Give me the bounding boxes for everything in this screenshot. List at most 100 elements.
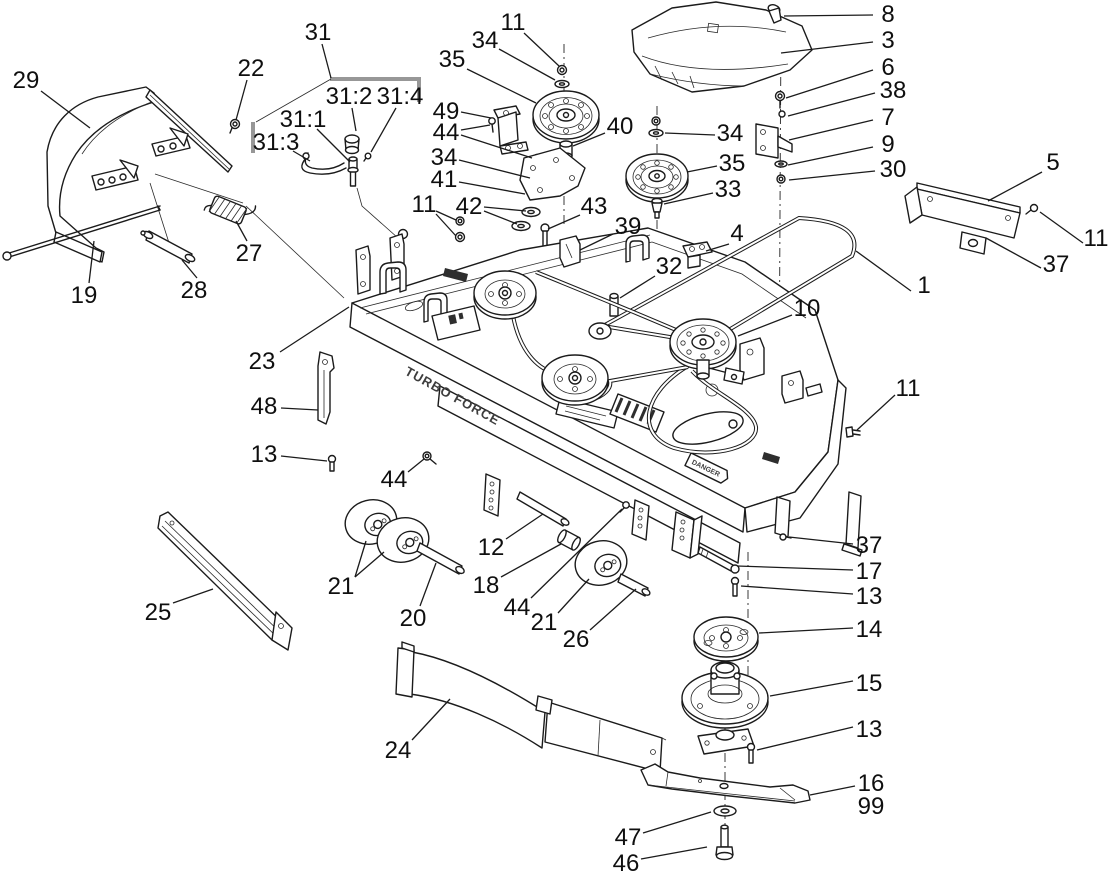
leader-line-20 — [419, 562, 437, 607]
leader-line-29 — [40, 90, 91, 129]
part-idler-pulley-35a — [532, 90, 600, 144]
callout-43: 43 — [581, 193, 608, 220]
leader-line-3 — [780, 41, 874, 54]
leader-line-44 — [407, 458, 425, 473]
leader-line-6 — [785, 69, 874, 99]
callout-34: 34 — [431, 144, 458, 171]
callout-1: 1 — [917, 272, 930, 299]
callout-5: 5 — [1046, 149, 1059, 176]
part-baffle-24 — [395, 641, 667, 773]
leader-line-43 — [547, 214, 581, 230]
leader-line-31:1 — [316, 128, 351, 163]
leader-line-21 — [354, 540, 367, 578]
part-bracket-49 — [493, 105, 529, 155]
leader-line-42 — [483, 206, 527, 212]
leader-line-35 — [466, 68, 537, 104]
leader-line-1 — [855, 250, 912, 292]
leader-line-4 — [705, 243, 730, 252]
part-nut-38 — [778, 110, 786, 118]
inset-grease-valve-31 — [251, 77, 421, 187]
part-screw-6 — [774, 90, 786, 109]
part-deck-shell-23: TURBO FORCE DANGER — [349, 227, 863, 564]
callout-48: 48 — [251, 393, 278, 420]
callout-40: 40 — [607, 113, 634, 140]
callout-34: 34 — [472, 27, 499, 54]
leader-line-11 — [523, 32, 560, 67]
part-bolt-13c — [746, 742, 756, 764]
callout-21: 21 — [531, 609, 558, 636]
part-washer-9 — [774, 160, 788, 168]
leader-line-21 — [557, 578, 590, 614]
part-roller-21b — [376, 517, 430, 563]
leader-line-23 — [279, 306, 350, 353]
decal-small-dark — [443, 268, 468, 282]
part-rod-28 — [140, 230, 196, 264]
callout-28: 28 — [181, 277, 208, 304]
leader-line-24 — [411, 698, 451, 741]
leader-line-8 — [783, 14, 874, 17]
callout-29: 29 — [13, 67, 40, 94]
part-nut-11-top — [556, 64, 568, 76]
leader-line-11 — [435, 213, 457, 237]
callout-11: 11 — [1084, 225, 1109, 252]
leader-line-32 — [619, 275, 656, 299]
callout-18: 18 — [473, 572, 500, 599]
part-valve-31-1 — [347, 156, 359, 187]
decal-warning-left — [431, 305, 481, 341]
callout-33: 33 — [715, 176, 742, 203]
leader-line-30 — [788, 170, 876, 181]
leader-line-19 — [88, 240, 95, 284]
part-bolt-37b — [779, 533, 792, 541]
leader-line-48 — [280, 407, 319, 411]
callout-37: 37 — [1043, 251, 1070, 278]
leader-line-34 — [498, 48, 556, 81]
part-spacer-18 — [557, 529, 581, 551]
callout-38: 38 — [880, 77, 907, 104]
leader-line-35 — [686, 165, 718, 173]
callout-24: 24 — [385, 737, 412, 764]
callout-34: 34 — [717, 120, 744, 147]
callout-4: 4 — [730, 220, 743, 247]
callout-49: 49 — [433, 98, 460, 125]
shield-bracket-a — [91, 159, 139, 191]
leader-line-17 — [736, 565, 854, 571]
leader-line-38 — [787, 92, 876, 117]
deck-lower-skirt — [437, 385, 741, 564]
part-blade-bolt-46 — [715, 824, 734, 861]
callout-21: 21 — [328, 573, 355, 600]
leader-line-37 — [788, 536, 854, 545]
leader-line-31 — [321, 43, 332, 79]
leader-line-47 — [642, 811, 712, 834]
callout-27: 27 — [236, 240, 263, 267]
leader-line-12 — [505, 513, 544, 540]
leader-line-28 — [181, 259, 198, 279]
part-blade-16 — [640, 763, 811, 804]
leader-line-7 — [788, 119, 874, 141]
leader-line-9 — [787, 146, 874, 166]
part-washer-47 — [713, 805, 737, 817]
leader-line-11 — [856, 394, 896, 431]
leader-line-26 — [589, 588, 637, 631]
decal-logo-small — [762, 452, 780, 464]
part-bolt-17 — [697, 546, 740, 574]
part-bolt-11d — [845, 426, 861, 438]
callout-23: 23 — [249, 348, 276, 375]
callout-20: 20 — [400, 605, 427, 632]
leader-line-44 — [530, 508, 623, 599]
leader-line-33 — [663, 192, 714, 205]
callout-31:2: 31:2 — [326, 83, 373, 110]
leader-line-44 — [460, 134, 533, 159]
callout-32: 32 — [656, 253, 683, 280]
part-spring-27 — [203, 195, 257, 225]
part-cap-31-2 — [344, 134, 360, 155]
callout-9: 9 — [881, 131, 894, 158]
callout-11: 11 — [412, 191, 437, 218]
callout-6: 6 — [881, 54, 894, 81]
leader-line-34 — [458, 159, 531, 179]
leader-line-11 — [1039, 211, 1084, 244]
leader-line-37 — [985, 237, 1042, 269]
callout-35: 35 — [439, 46, 466, 73]
callout-8: 8 — [881, 1, 894, 28]
callout-13: 13 — [856, 583, 883, 610]
